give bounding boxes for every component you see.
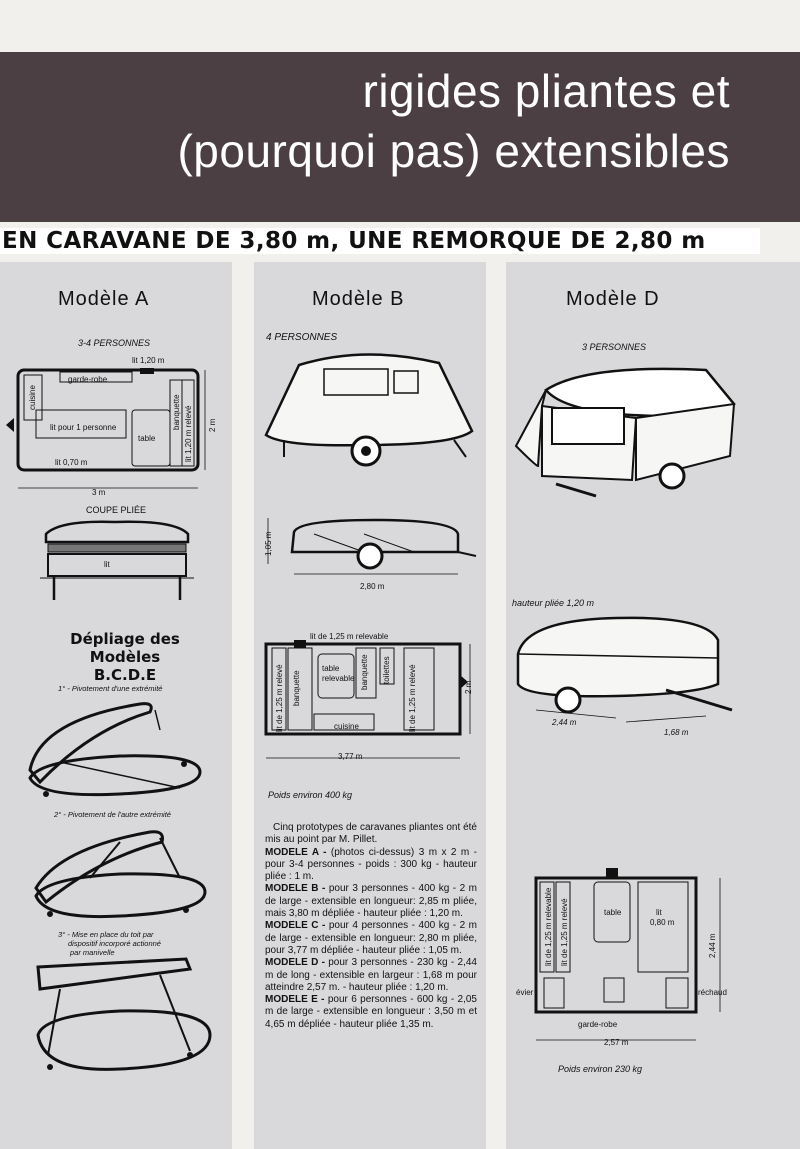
model-a-persons: 3-4 PERSONNES [78,338,151,348]
desc-model-c: MODELE C - pour 4 personnes - 400 kg - 2… [265,920,478,956]
model-b-label-table: table relevable [322,664,355,683]
depliage-title: Dépliage des Modèles B.C.D.E [40,630,210,684]
model-d-dim-244: 2,44 m [552,718,577,727]
model-b-label-lit-right: lit de 1,25 m relevé [408,664,417,732]
model-a-title: Modèle A [58,288,150,310]
desc-intro: Cinq prototypes de caravanes pliantes on… [265,822,477,846]
model-a-label-cuisine: cuisine [28,385,37,410]
desc-model-e: MODELE E - pour 6 personnes - 600 kg - 2… [265,994,477,1030]
model-a-label-banquette: banquette [172,394,181,430]
model-d-title: Modèle D [566,288,660,310]
model-b-side-view-unfolded [264,353,474,467]
header-title-line1: rigides pliantes et [362,65,730,117]
model-d-dim-height: 2,44 m [708,933,717,958]
model-a-label-lit070: lit 0,70 m [55,458,88,467]
model-d-dim-168: 1,68 m [664,728,689,737]
model-d-label-lit-dim: 0,80 m [650,918,675,927]
model-d-dim-width: 2,57 m [604,1038,629,1047]
model-a-label-lit-1p: lit pour 1 personne [50,423,117,432]
model-d-label-lit-relevable: lit de 1,25 m relevable [544,887,553,966]
banner: EN CARAVANE DE 3,80 m, UNE REMORQUE DE 2… [0,228,760,254]
model-d-label-evier: évier [516,988,534,997]
model-d-label-rechaud: réchaud [698,988,727,997]
model-d-floorplan [534,868,721,1041]
model-b-persons: 4 PERSONNES [266,332,338,343]
model-a-dim-height: 2 m [208,418,217,432]
model-a-label-table: table [138,434,156,443]
header-title-line2: (pourquoi pas) extensibles [177,125,730,177]
model-b-label-toilettes: toilettes [382,656,391,684]
model-b-label-lit-top: lit de 1,25 m relevable [310,632,389,641]
model-d-persons: 3 PERSONNES [582,342,647,352]
depliage-step3-l1: 3° - Mise en place du toit par [58,930,154,939]
models-description: Cinq prototypes de caravanes pliantes on… [265,822,477,1031]
model-b-dim-plan-height: 2 m [464,680,473,694]
depliage-step3-l3: par manivelle [70,948,115,957]
model-a-coupe-title: COUPE PLIÉE [86,505,147,515]
depliage-title-line2: B.C.D.E [93,666,157,684]
model-a-label-lit120: lit 1,20 m [132,356,165,365]
model-b-poids: Poids environ 400 kg [268,790,353,800]
model-a-dim-width: 3 m [92,488,106,497]
model-b-label-cuisine: cuisine [334,722,359,731]
model-a-label-garde-robe: garde-robe [68,375,108,384]
depliage-step2: 2° - Pivotement de l'autre extrémité [54,810,171,819]
desc-model-d: MODELE D - pour 3 personnes - 230 kg - 2… [265,957,477,993]
model-b-dim-height: 1,05 m [264,531,273,556]
page-header: rigides pliantes et (pourquoi pas) exten… [0,52,800,222]
depliage-diagram-1 [28,702,202,797]
model-d-label-lit-releve: lit de 1,25 m relevé [560,898,569,966]
model-d-poids: Poids environ 230 kg [558,1064,643,1074]
model-d-folded-view [516,616,733,723]
model-d-hauteur: hauteur pliée 1,20 m [512,598,595,608]
model-a-label-lit-releve: lit 1,20 m relevé [184,405,193,462]
banner-text: EN CARAVANE DE 3,80 m, UNE REMORQUE DE 2… [2,228,706,254]
desc-model-a: MODELE A - (photos ci-dessus) 3 m x 2 m … [265,846,477,883]
depliage-step1: 1° - Pivotement d'une extrémité [58,684,163,693]
model-d-unfolded-view [514,367,736,498]
model-b-floorplan [264,640,471,759]
depliage-diagram-2 [34,830,207,919]
model-d-label-lit: lit [656,908,662,917]
depliage-step3-l2: dispositif incorporé actionné [68,939,161,948]
model-a-coupe-lit: lit [104,560,110,569]
depliage-title-line1: Dépliage des Modèles [70,630,180,666]
depliage-diagram-3 [36,957,212,1071]
model-b-dim-width: 3,77 m [338,752,363,761]
model-d-label-garde-robe: garde-robe [578,1020,618,1029]
model-a-floorplan [6,368,206,489]
model-a-folded-section [40,520,194,600]
model-b-label-banquette-r: banquette [360,654,369,690]
model-b-dim-length: 2,80 m [360,582,385,591]
model-b-label-banquette-l: banquette [292,670,301,706]
model-b-side-view-folded [267,518,477,575]
desc-model-b: MODELE B - pour 3 personnes - 400 kg - 2… [265,883,478,920]
model-d-label-table: table [604,908,622,917]
model-b-label-lit-left: lit de 1,25 m relevé [275,664,284,732]
model-b-title: Modèle B [312,288,405,310]
